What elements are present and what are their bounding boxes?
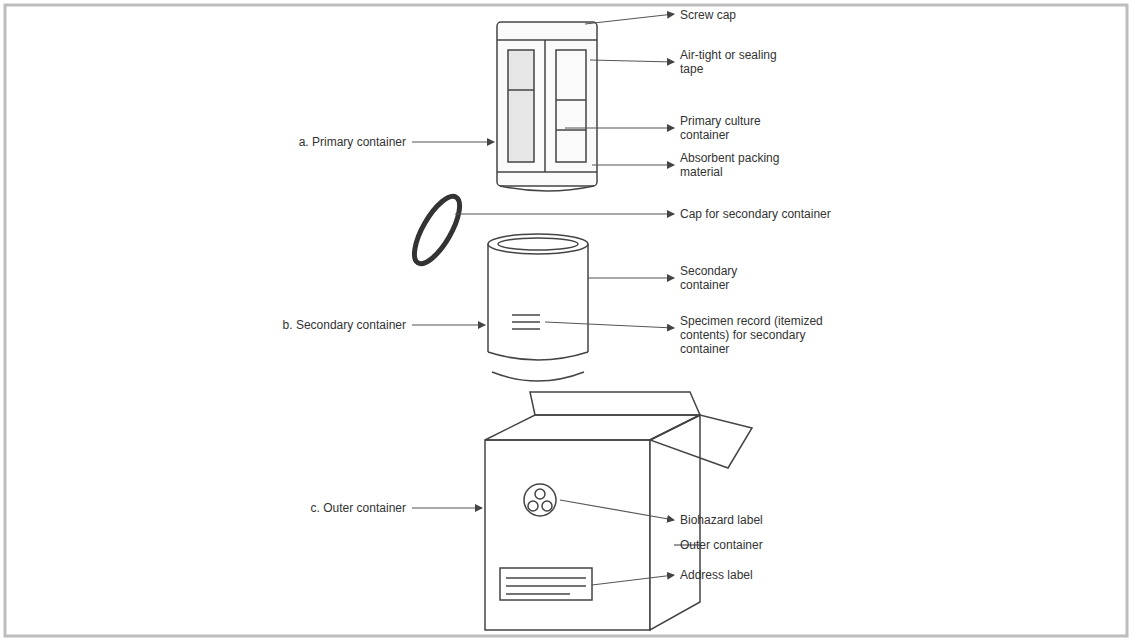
part-label: Specimen record (itemized contents) for …	[680, 314, 850, 356]
secondary-container	[488, 234, 588, 381]
part-label: b. Secondary container	[236, 318, 406, 332]
frame	[5, 5, 1127, 636]
part-label: a. Primary container	[246, 135, 406, 149]
part-label: Secondary container	[680, 264, 770, 292]
outer-box	[485, 392, 752, 630]
part-label: Biohazard label	[680, 513, 840, 527]
secondary-cap	[406, 190, 468, 270]
part-label: Primary culture container	[680, 114, 800, 142]
primary-container	[497, 22, 597, 191]
part-label: Air-tight or sealing tape	[680, 48, 800, 76]
part-label: c. Outer container	[236, 501, 406, 515]
part-label: Outer container	[680, 538, 840, 552]
part-label: Absorbent packing material	[680, 151, 800, 179]
part-label: Cap for secondary container	[680, 207, 900, 221]
leader-lines	[412, 14, 700, 585]
part-label: Screw cap	[680, 8, 840, 22]
part-label: Address label	[680, 568, 840, 582]
